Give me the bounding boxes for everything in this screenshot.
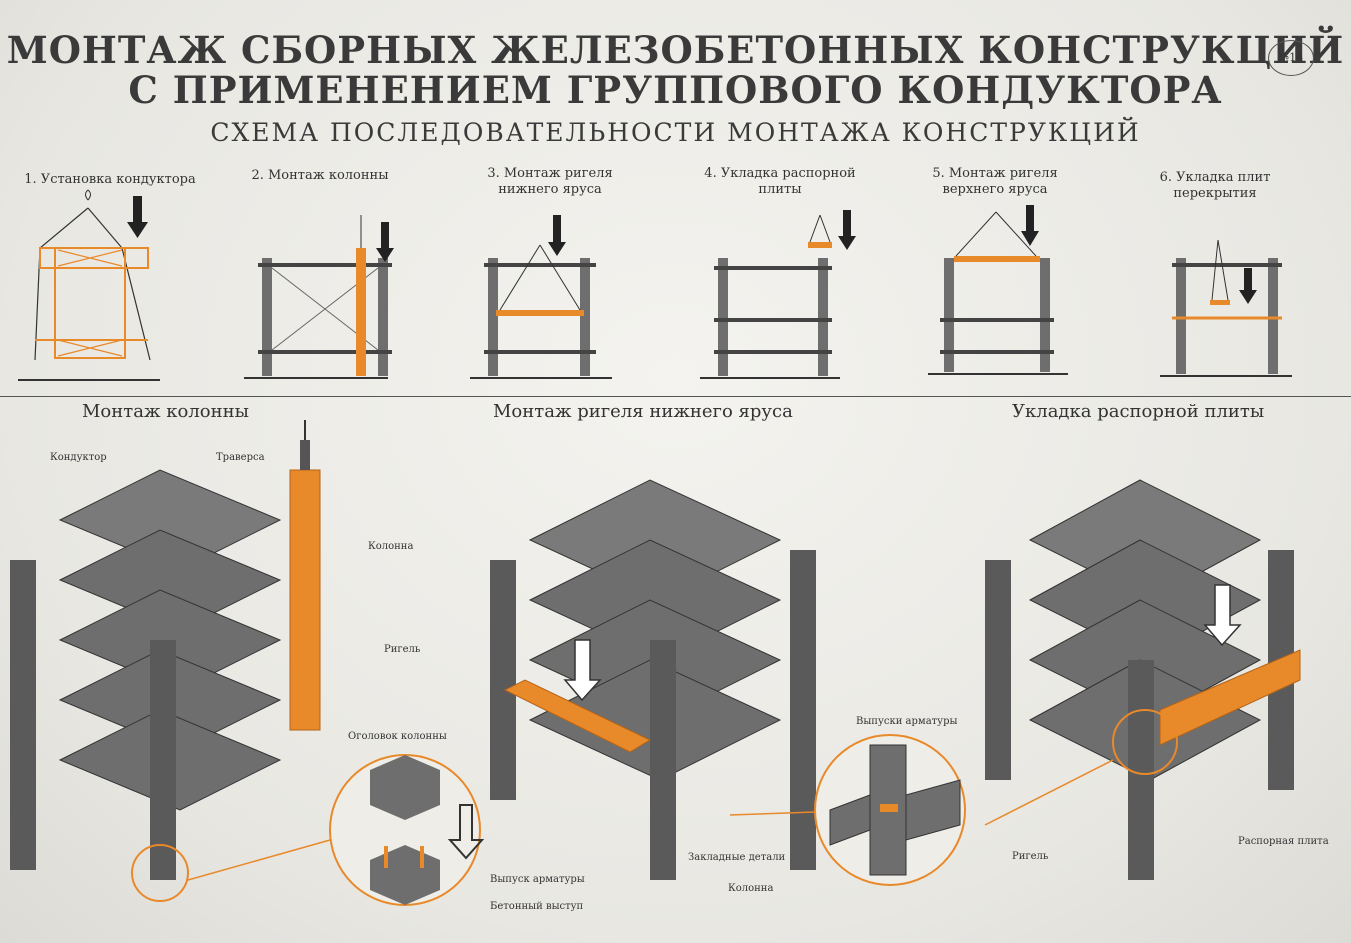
- title-line-2: С ПРИМЕНЕНИЕМ ГРУППОВОГО КОНДУКТОРА: [128, 68, 1223, 112]
- callout-betonny-vystup: Бетонный выступ: [490, 901, 584, 912]
- callout-traversa: Траверса: [216, 452, 265, 463]
- step-3-diagram: [470, 215, 612, 379]
- callout-rigel-right: Ригель: [1012, 851, 1049, 862]
- isometric-conductor-left: [10, 420, 331, 902]
- callout-rigel-middle: Ригель: [384, 644, 421, 655]
- section-divider: [0, 396, 1351, 397]
- title-line-1: МОНТАЖ СБОРНЫХ ЖЕЛЕЗОБЕТОННЫХ КОНСТРУКЦИ…: [6, 28, 1345, 72]
- isometric-conductor-right: [984, 479, 1301, 880]
- callout-vypuski: Выпуски арматуры: [856, 716, 958, 727]
- subtitle: СХЕМА ПОСЛЕДОВАТЕЛЬНОСТИ МОНТАЖА КОНСТРУ…: [210, 118, 1141, 147]
- section-title-spacer-slab: Укладка распорной плиты: [1012, 401, 1265, 422]
- step-6-diagram: [1160, 239, 1292, 377]
- step-5-diagram: [928, 205, 1068, 375]
- isometric-conductor-middle: [490, 479, 816, 880]
- callout-zakladnye: Закладные детали: [688, 852, 786, 863]
- callout-vypusk: Выпуск арматуры: [490, 874, 585, 885]
- detail-beam-joint: [729, 734, 966, 886]
- callout-konduktor: Кондуктор: [50, 452, 107, 463]
- callout-ogolovok: Оголовок колонны: [348, 731, 447, 742]
- callout-rasporная: Распорная плита: [1238, 836, 1329, 847]
- section-title-column: Монтаж колонны: [82, 401, 249, 422]
- sheet-number-badge: №14: [1268, 40, 1314, 76]
- step-1-diagram: [18, 189, 160, 381]
- callout-kolonna: Колонна: [368, 541, 414, 552]
- callout-kolonna-2: Колонна: [728, 883, 774, 894]
- step-2-label: 2. Монтаж колонны: [251, 168, 389, 183]
- step-2-diagram: [244, 215, 394, 379]
- section-title-lower-beam: Монтаж ригеля нижнего яруса: [493, 401, 793, 422]
- step-4-diagram: [700, 210, 856, 379]
- arrow-down-icon: [133, 196, 142, 224]
- detail-column-head: [329, 754, 485, 906]
- step-1-label: 1. Установка кондуктора: [24, 172, 196, 187]
